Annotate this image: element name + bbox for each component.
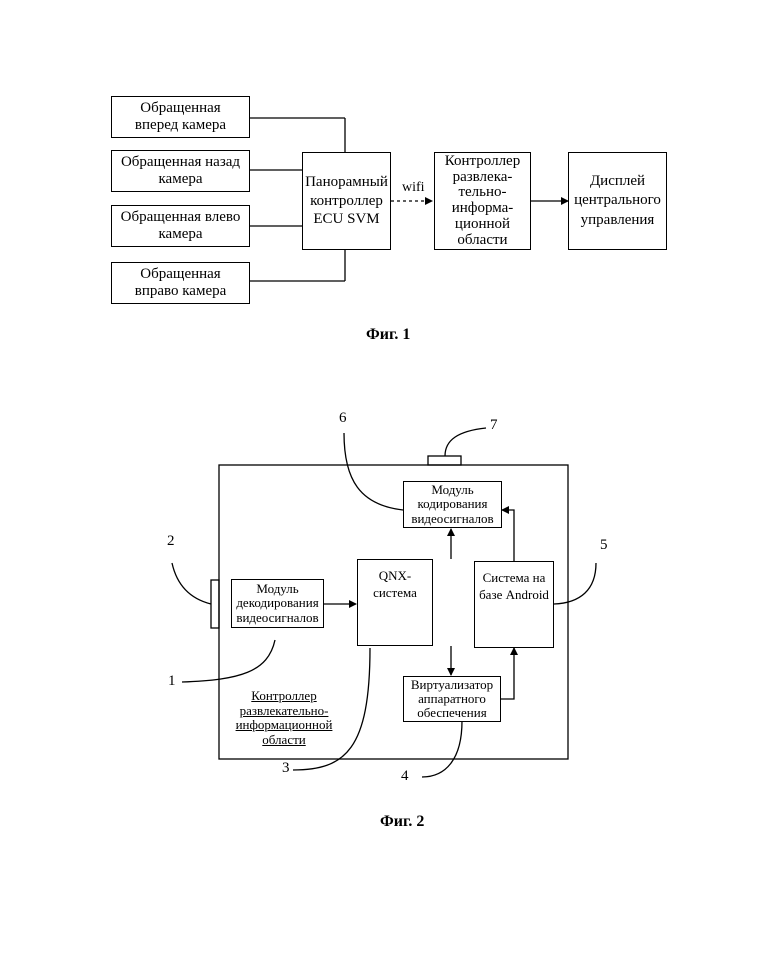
fig2-caption: Фиг. 2 bbox=[380, 813, 424, 831]
leader-2 bbox=[172, 563, 211, 604]
ref-number-7: 7 bbox=[490, 417, 498, 434]
hypervisor-to-android-arrow bbox=[501, 648, 514, 699]
front-camera-box: Обращенная вперед камера bbox=[111, 96, 250, 138]
right-camera-box: Обращенная вправо камера bbox=[111, 262, 250, 304]
encode-module-box: Модуль кодирования видеосигналов bbox=[403, 481, 502, 528]
controller-label: Контроллер развлекательно- информационно… bbox=[228, 689, 340, 747]
infotainment-controller-box: Контроллер развлека- тельно- информа- ци… bbox=[434, 152, 531, 250]
leader-4 bbox=[422, 721, 462, 777]
leader-1 bbox=[182, 640, 275, 682]
hypervisor-box: Виртуализатор аппаратного обеспечения bbox=[403, 676, 501, 722]
leader-6 bbox=[344, 433, 403, 510]
ref-number-4: 4 bbox=[401, 768, 409, 785]
wifi-label: wifi bbox=[402, 180, 425, 196]
fig1-caption: Фиг. 1 bbox=[366, 326, 410, 344]
svm-controller-box: Панорамный контроллер ECU SVM bbox=[302, 152, 391, 250]
connector-left-2 bbox=[211, 580, 219, 628]
ref-number-5: 5 bbox=[600, 537, 608, 554]
ref-number-1: 1 bbox=[168, 673, 176, 690]
ref-number-3: 3 bbox=[282, 760, 290, 777]
ref-number-6: 6 bbox=[339, 410, 347, 427]
left-camera-box: Обращенная влево камера bbox=[111, 205, 250, 247]
qnx-system-box: QNX- система bbox=[357, 559, 433, 646]
display-box: Дисплей центрального управления bbox=[568, 152, 667, 250]
android-system-box: Система на базе Android bbox=[474, 561, 554, 648]
connector-top-7 bbox=[428, 456, 461, 465]
leader-7 bbox=[445, 428, 486, 456]
decode-module-box: Модуль декодирования видеосигналов bbox=[231, 579, 324, 628]
rear-camera-box: Обращенная назад камера bbox=[111, 150, 250, 192]
ref-number-2: 2 bbox=[167, 533, 175, 550]
leader-5 bbox=[554, 563, 596, 604]
android-to-encode-arrow bbox=[502, 510, 514, 561]
